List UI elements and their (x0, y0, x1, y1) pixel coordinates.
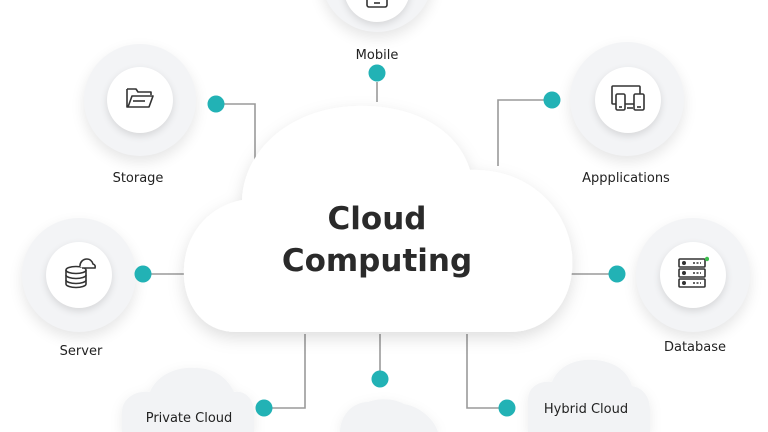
connector-dot-storage (207, 95, 225, 113)
storage-node[interactable] (107, 67, 173, 133)
hybrid-cloud-label: Hybrid Cloud (543, 402, 629, 417)
private-cloud-shape (122, 367, 254, 432)
mobile-icon (366, 0, 388, 13)
connector-dot-hybrid-cloud (498, 399, 516, 417)
applications-node[interactable] (595, 67, 661, 133)
server-label: Server (59, 344, 103, 359)
bottom-cloud-shape (340, 399, 438, 432)
private-cloud-label: Private Cloud (145, 411, 233, 426)
applications-label: Appplications (582, 171, 670, 186)
hybrid-cloud-shape (528, 359, 650, 432)
database-rack-icon (677, 256, 710, 294)
title-line-1: Cloud (327, 201, 427, 237)
database-label: Database (663, 340, 727, 355)
connector-dot-server (134, 265, 152, 283)
line-applications (497, 99, 552, 166)
connector-dot-mobile (368, 64, 386, 82)
diagram-title: Cloud Computing (282, 198, 472, 282)
devices-icon (610, 84, 646, 116)
storage-label: Storage (112, 171, 164, 186)
connector-dot-database (608, 265, 626, 283)
mobile-node[interactable] (344, 0, 410, 22)
server-cloud-icon (62, 256, 96, 294)
database-node[interactable] (660, 242, 726, 308)
connector-dot-applications (543, 91, 561, 109)
mobile-label: Mobile (355, 48, 399, 63)
connector-dot-private-cloud (255, 399, 273, 417)
line-hybrid-cloud (466, 334, 500, 409)
line-private-cloud (272, 334, 306, 409)
connector-dot-bottom (371, 370, 389, 388)
folder-icon (125, 85, 155, 115)
main-cloud-shape (183, 105, 573, 332)
title-line-2: Computing (281, 243, 473, 279)
server-node[interactable] (46, 242, 112, 308)
